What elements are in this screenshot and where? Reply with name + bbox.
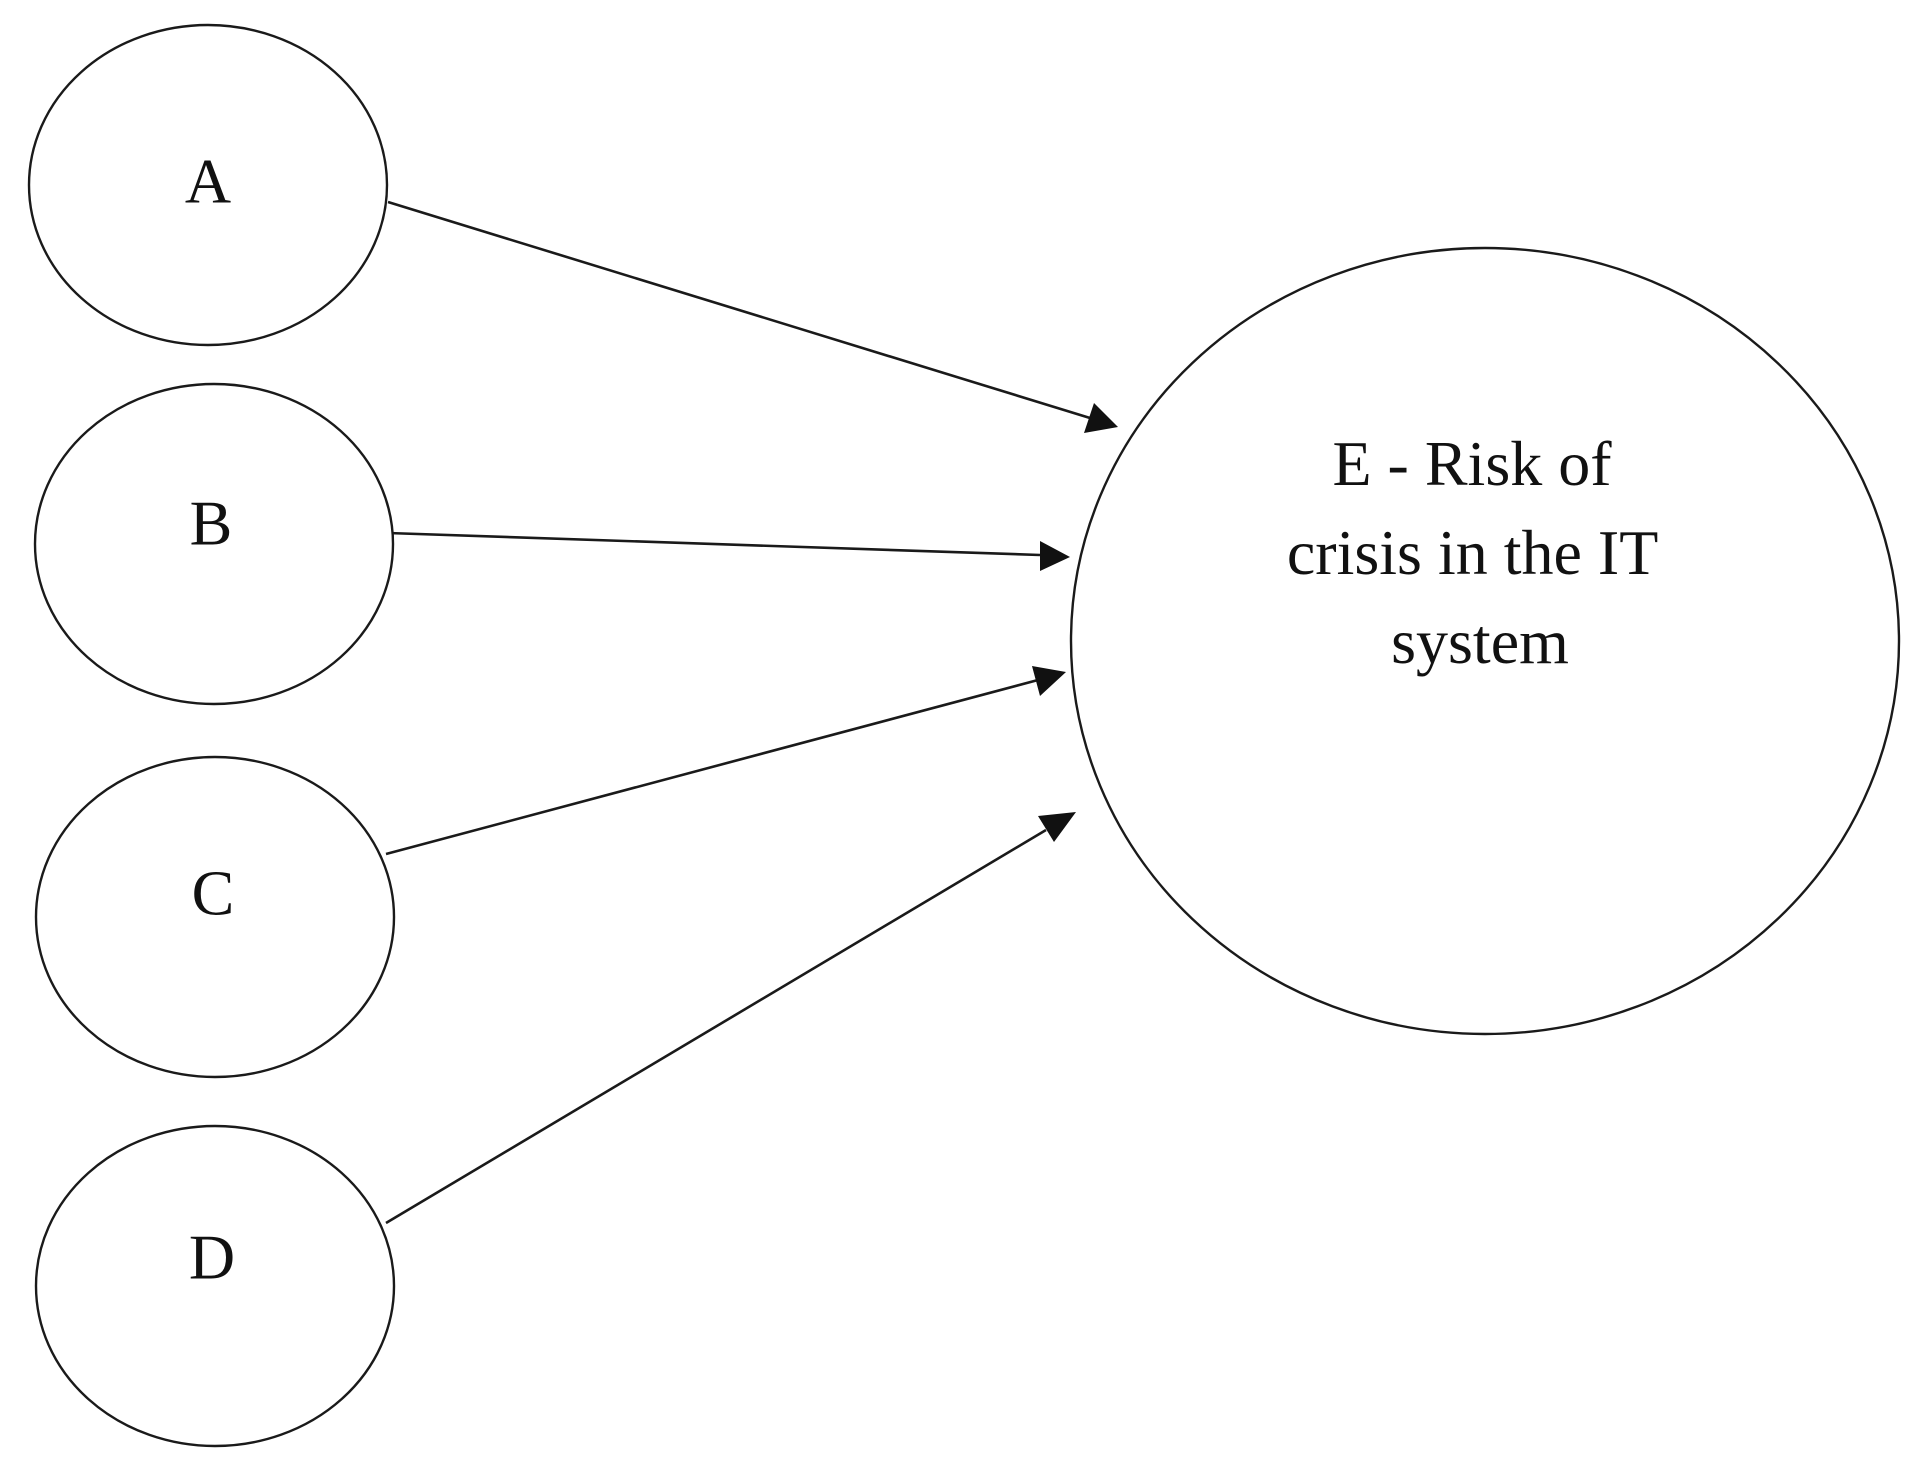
edge-line	[385, 678, 1039, 856]
node-b: B	[33, 382, 395, 706]
edge-d-to-e	[385, 812, 1076, 1225]
node-d-shape	[34, 1124, 396, 1448]
node-c-label: C	[192, 858, 235, 929]
arrow-head	[1038, 812, 1076, 842]
node-b-label: B	[190, 488, 233, 559]
node-a-label: A	[185, 146, 231, 217]
arrow-head	[1032, 666, 1066, 696]
edge-line	[385, 828, 1047, 1225]
node-b-shape	[33, 382, 395, 706]
edge-line	[387, 200, 1091, 420]
node-e-label-line-2: crisis in the IT	[1287, 517, 1658, 588]
arrow-head	[1084, 403, 1118, 433]
node-d-label: D	[189, 1222, 235, 1293]
node-e-label-line-3: system	[1391, 606, 1569, 677]
node-a: A	[27, 23, 389, 347]
node-e: E - Risk of crisis in the IT system	[1069, 246, 1901, 1036]
edges	[385, 200, 1118, 1225]
node-e-shape	[1069, 246, 1901, 1036]
edge-c-to-e	[385, 666, 1066, 856]
edge-line	[387, 531, 1041, 557]
node-e-label-line-1: E - Risk of	[1332, 428, 1612, 499]
edge-a-to-e	[387, 200, 1118, 433]
node-e-label: E - Risk of crisis in the IT system	[1287, 428, 1673, 677]
arrow-head	[1040, 541, 1070, 571]
node-d: D	[34, 1124, 396, 1448]
node-c-shape	[34, 755, 396, 1079]
node-a-shape	[27, 23, 389, 347]
node-c: C	[34, 755, 396, 1079]
edge-b-to-e	[387, 531, 1070, 571]
